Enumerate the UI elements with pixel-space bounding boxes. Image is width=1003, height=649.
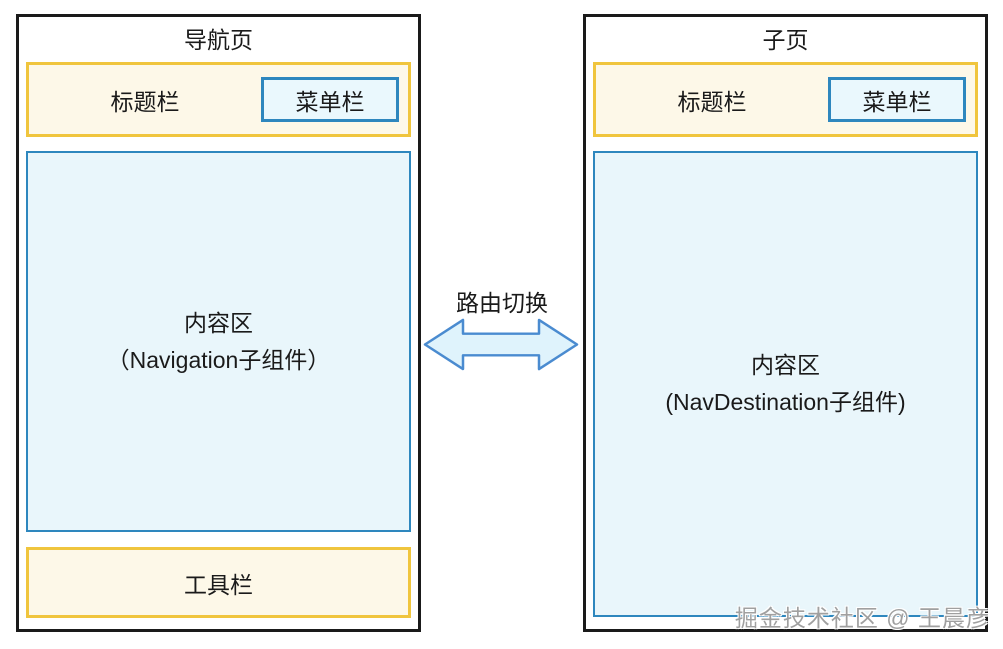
toolbar-box: 工具栏 (26, 547, 411, 618)
sub-content-area: 内容区 (NavDestination子组件) (593, 151, 978, 617)
title-bar-label: 标题栏 (677, 88, 747, 115)
content-area-label-line2: (NavDestination子组件) (665, 389, 906, 415)
navigation-page-panel: 导航页 标题栏 菜单栏 内容区 （Navigation子组件） 工具栏 (16, 14, 421, 632)
title-bar-label: 标题栏 (110, 88, 180, 115)
watermark-text: 掘金技术社区 @ 王晨彦 (734, 605, 990, 631)
content-area-label-line1: 内容区 (751, 352, 820, 378)
double-arrow-icon (423, 318, 579, 371)
route-switch-label: 路由切换 (456, 290, 548, 316)
content-area-label-line1: 内容区 (184, 309, 253, 336)
navigation-content-area: 内容区 （Navigation子组件） (26, 151, 411, 532)
navigation-page-title: 导航页 (184, 27, 253, 53)
sub-title-bar: 标题栏 菜单栏 (593, 62, 978, 137)
content-area-label-line2: （Navigation子组件） (106, 346, 331, 373)
sub-page-title: 子页 (762, 27, 809, 53)
menu-bar-box: 菜单栏 (261, 77, 399, 122)
navigation-title-bar: 标题栏 菜单栏 (26, 62, 411, 137)
sub-page-panel: 子页 标题栏 菜单栏 内容区 (NavDestination子组件) (583, 14, 988, 632)
menu-bar-box: 菜单栏 (828, 77, 966, 122)
